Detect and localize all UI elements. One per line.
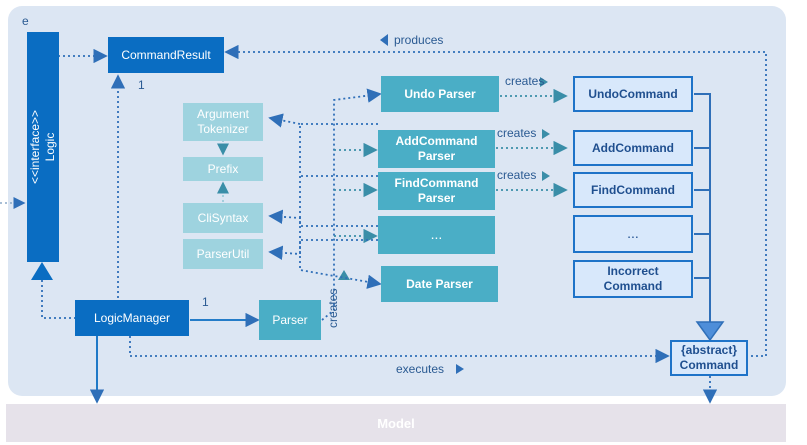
- date-parser[interactable]: Date Parser: [381, 266, 498, 302]
- undo-parser[interactable]: Undo Parser: [381, 76, 499, 112]
- model[interactable]: Model: [6, 404, 786, 442]
- multiplicity-label: 1: [138, 78, 145, 92]
- produces-label: produces: [394, 33, 444, 47]
- executes-label: executes: [396, 362, 445, 376]
- parser[interactable]: Parser: [259, 300, 321, 340]
- command-result[interactable]: CommandResult: [108, 37, 224, 73]
- add-command-parser[interactable]: AddCommand Parser: [378, 130, 495, 168]
- multiplicity-label: 1: [202, 295, 209, 309]
- more-commands[interactable]: ...: [573, 215, 693, 253]
- container-label: e: [22, 14, 29, 28]
- creates-label: creates: [505, 74, 545, 88]
- abstract-command[interactable]: {abstract} Command: [670, 340, 748, 376]
- parser-util[interactable]: ParserUtil: [183, 239, 263, 269]
- find-command[interactable]: FindCommand: [573, 172, 693, 208]
- creates-label: creates: [497, 168, 537, 182]
- logic-interface-label: <<interface>> Logic: [28, 109, 57, 185]
- argument-tokenizer[interactable]: Argument Tokenizer: [183, 103, 263, 141]
- cli-syntax[interactable]: CliSyntax: [183, 203, 263, 233]
- logic-manager[interactable]: LogicManager: [75, 300, 189, 336]
- incorrect-command[interactable]: Incorrect Command: [573, 260, 693, 298]
- logic-interface[interactable]: <<interface>> Logic: [27, 32, 59, 262]
- creates-label-vertical: creates: [326, 288, 340, 328]
- undo-command[interactable]: UndoCommand: [573, 76, 693, 112]
- find-command-parser[interactable]: FindCommand Parser: [378, 172, 495, 210]
- creates-label: creates: [497, 126, 537, 140]
- prefix[interactable]: Prefix: [183, 157, 263, 181]
- add-command[interactable]: AddCommand: [573, 130, 693, 166]
- more-parsers[interactable]: ...: [378, 216, 495, 254]
